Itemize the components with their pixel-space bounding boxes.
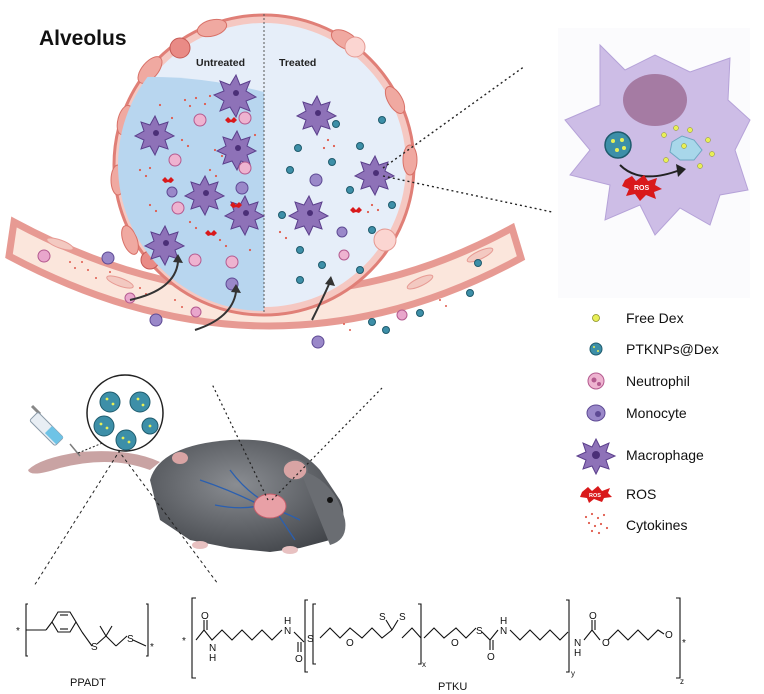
legend-ptknps-dex: PTKNPs@Dex <box>626 341 719 357</box>
ros-burst-label: ROS <box>634 185 650 192</box>
ppadt-s1: S <box>91 642 98 653</box>
ppadt-structure <box>25 603 149 657</box>
ptku-o6: O <box>589 611 597 622</box>
ptku-o7: O <box>602 638 610 649</box>
migration-arrows <box>129 261 331 331</box>
ptku-s1: S <box>307 634 314 645</box>
monocyte-icon <box>586 404 606 422</box>
ptku-s4: S <box>476 626 483 637</box>
ptku-o4: O <box>451 638 459 649</box>
ppadt-star-left: * <box>16 626 20 637</box>
diagram-title: Alveolus <box>39 27 127 50</box>
ptku-o2: O <box>295 654 303 665</box>
mouse-illustration <box>28 439 346 554</box>
ptku-o8: O <box>665 630 673 641</box>
ptku-n4: N <box>574 638 581 649</box>
ptku-o3: O <box>346 638 354 649</box>
legend-neutrophil: Neutrophil <box>626 373 690 389</box>
ptku-star-right: * <box>682 638 686 649</box>
ptku-n1: N <box>209 643 216 654</box>
legend: ROS Free Dex PTKNPs@Dex Neutrophil Monoc… <box>575 310 719 535</box>
neutrophil-icon <box>587 372 605 390</box>
ptku-sub-z: z <box>680 677 684 686</box>
cytokines-icon <box>584 512 609 535</box>
ptku-o1: O <box>201 611 209 622</box>
nanoparticle-in-cell <box>604 131 632 159</box>
ppadt-star-right: * <box>150 642 154 653</box>
legend-cytokines: Cytokines <box>626 517 687 533</box>
zoom-lines <box>382 65 553 213</box>
ptku-s3: S <box>399 612 406 623</box>
ros-burst-icon <box>622 175 662 201</box>
treated-label: Treated <box>279 57 316 69</box>
syringe-icon <box>29 404 81 457</box>
lungs-icon <box>253 493 287 519</box>
free-dex-icon <box>592 314 600 322</box>
ros-icon: ROS <box>580 486 612 503</box>
legend-macrophage: Macrophage <box>626 447 704 463</box>
legend-free-dex: Free Dex <box>626 310 684 326</box>
ptku-structure <box>191 597 681 679</box>
ptku-h1: H <box>209 653 216 664</box>
macrophage-inset: ROS <box>558 28 751 298</box>
nanoparticle-zoom <box>33 374 219 587</box>
ptku-h4: H <box>574 648 581 659</box>
ppadt-name: PPADT <box>70 677 106 689</box>
untreated-label: Untreated <box>196 57 245 69</box>
ptku-sub-x: x <box>422 660 426 669</box>
ptku-star-left: * <box>182 636 186 647</box>
ptku-sub-y: y <box>571 669 575 678</box>
ptku-h2: H <box>284 616 291 627</box>
ptku-s2: S <box>379 612 386 623</box>
legend-monocyte: Monocyte <box>626 405 687 421</box>
ptku-n3: N <box>500 626 507 637</box>
nanoparticle-icon <box>589 342 603 356</box>
ppadt-s2: S <box>127 634 134 645</box>
ptku-name: PTKU <box>438 681 467 693</box>
macrophage-icon <box>575 437 617 476</box>
ptku-n2: N <box>284 626 291 637</box>
ros-icon-label: ROS <box>589 493 601 499</box>
alveolus: Untreated Treated <box>110 13 418 317</box>
ptku-h3: H <box>500 616 507 627</box>
ptku-o5: O <box>487 652 495 663</box>
legend-ros: ROS <box>626 486 656 502</box>
